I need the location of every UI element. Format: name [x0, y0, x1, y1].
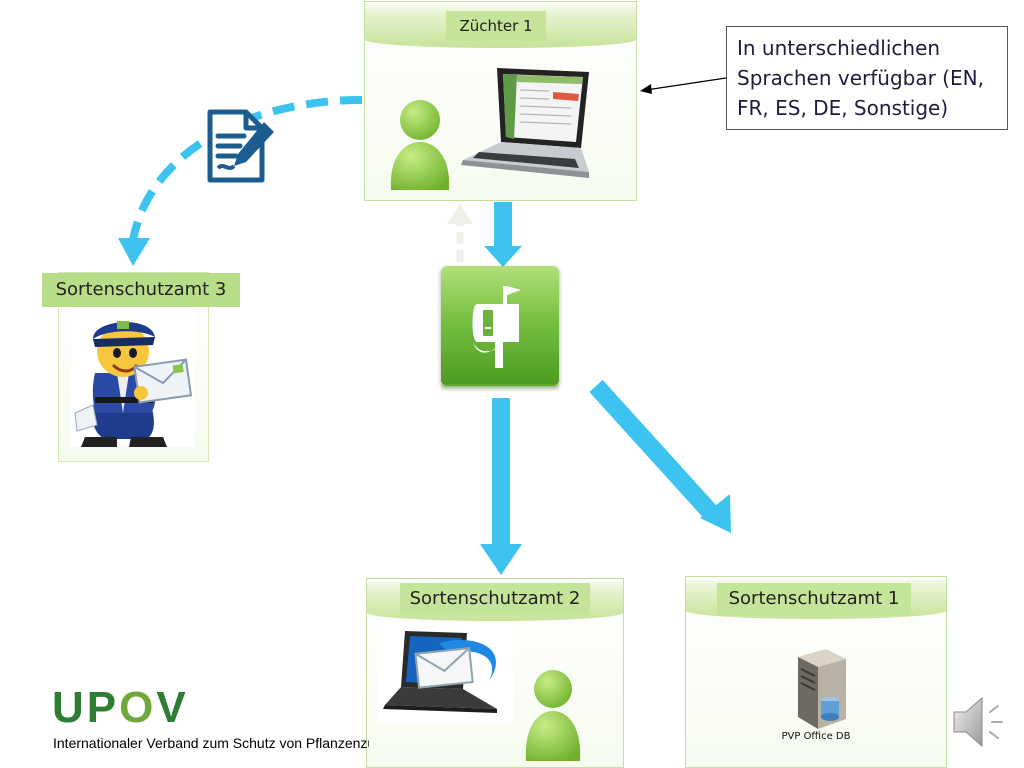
person-icon: [525, 670, 581, 761]
zuechter-label: Züchter 1: [446, 11, 546, 41]
person-icon: [390, 100, 450, 190]
db-label: PVP Office DB: [781, 731, 851, 742]
logo-text-up: UP: [52, 683, 120, 732]
callout-line-3: FR, ES, DE, Sonstige): [737, 96, 949, 120]
arrowhead-mailbox-to-amt1: [700, 494, 731, 533]
callout-pointer: [645, 77, 727, 91]
arrowhead-zuechter-to-mailbox: [484, 246, 522, 267]
arrow-mailbox-to-amt2: [492, 398, 510, 546]
dashed-arrowhead: [118, 238, 150, 266]
amt3-label: Sortenschutzamt 3: [42, 273, 240, 307]
logo-text-o: O: [119, 683, 157, 732]
arrow-mailbox-to-amt1: [589, 379, 719, 521]
speaker-icon[interactable]: [950, 694, 1010, 750]
mailbox-icon: [472, 286, 521, 368]
zuechter-box: Züchter 1: [364, 1, 637, 201]
mailbox-button[interactable]: [441, 266, 559, 392]
logo-text-v: V: [156, 683, 189, 732]
upov-logo: UPOV: [52, 686, 189, 730]
amt2-label: Sortenschutzamt 2: [400, 583, 590, 615]
amt1-label: Sortenschutzamt 1: [717, 583, 911, 615]
mail-carrier-icon: [71, 309, 195, 447]
laptop-icon: [461, 68, 589, 178]
org-name-footer: Internationaler Verband zum Schutz von P…: [53, 735, 369, 751]
arrowhead-mailbox-to-amt2: [480, 544, 522, 575]
callout-line-2: Sprachen verfügbar (EN,: [737, 66, 984, 90]
faint-return-arrow: [447, 204, 473, 262]
languages-callout: In unterschiedlichen Sprachen verfügbar …: [726, 26, 1008, 130]
arrow-zuechter-to-mailbox: [494, 202, 512, 248]
laptop-email-icon: [377, 623, 513, 723]
callout-line-1: In unterschiedlichen: [737, 36, 941, 60]
amt3-box: Sortenschutzamt 3: [42, 272, 240, 462]
amt2-box: Sortenschutzamt 2: [366, 578, 624, 768]
server-icon: [798, 649, 846, 729]
document-pen-icon: [207, 109, 274, 183]
amt1-box: Sortenschutzamt 1 PVP Office DB: [685, 576, 947, 768]
